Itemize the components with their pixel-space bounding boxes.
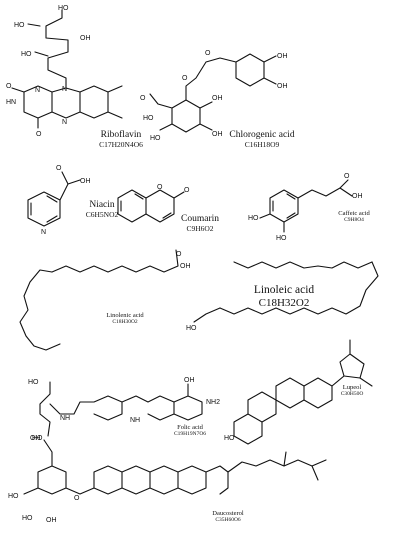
compound-name: Linolenic acid	[106, 312, 144, 319]
compound-name: Lupeol	[342, 384, 362, 391]
compound-label: Daucosterol C35H60O6	[196, 510, 260, 524]
atom-label: OH	[180, 263, 191, 270]
caffeic-acid-structure: O OH HO HO	[248, 173, 363, 242]
atom-label: O	[205, 50, 211, 57]
atom-label: NH	[60, 415, 70, 422]
linoleic-acid-structure: HO	[186, 261, 379, 332]
atom-label: HO	[22, 515, 33, 522]
atom-label: O	[184, 187, 190, 194]
atom-label: OH	[184, 377, 195, 384]
atom-label: HO	[248, 215, 259, 222]
compound-formula: C6H5NO2	[85, 209, 119, 219]
compound-name: Daucosterol	[212, 510, 244, 517]
atom-label: N	[41, 229, 46, 236]
atom-label: HN	[6, 99, 16, 106]
atom-label: O	[36, 131, 42, 138]
compound-label: Riboflavin C17H20N4O6	[86, 130, 156, 150]
riboflavin-structure: HO HO OH HO N N O HN O N	[6, 5, 123, 138]
daucosterol-structure: OH HO HO OH O	[8, 435, 327, 524]
atom-label: O	[344, 173, 350, 180]
atom-label: O	[56, 165, 62, 172]
compound-formula: C19H19N7O6	[173, 431, 207, 438]
atom-label: O	[74, 495, 80, 502]
atom-label: HO	[14, 22, 25, 29]
compound-formula: C17H20N4O6	[99, 139, 143, 149]
compound-name: Niacin	[89, 200, 115, 210]
compound-label: Linoleic acid C18H32O2	[240, 284, 328, 310]
atom-label: HO	[224, 435, 235, 442]
atom-label: OH	[352, 193, 363, 200]
compound-name: Caffeic acid	[338, 210, 370, 217]
atom-label: HO	[28, 379, 39, 386]
atom-label: OH	[80, 35, 91, 42]
compound-label: Chlorogenic acid C16H18O9	[216, 130, 308, 150]
atom-label: O	[157, 184, 163, 191]
compound-formula: C16H18O9	[244, 139, 280, 149]
atom-label: N	[62, 119, 67, 126]
compound-name: Folic acid	[177, 424, 203, 431]
coumarin-structure: O O	[117, 184, 190, 223]
chlorogenic-acid-structure: O O OH OH OH OH HO O HO	[140, 50, 288, 142]
lupeol-structure: HO	[224, 339, 373, 445]
atom-label: O	[182, 75, 188, 82]
compound-name: Coumarin	[181, 214, 219, 224]
compound-formula: C18H30O2	[112, 319, 138, 326]
atom-label: HO	[186, 325, 197, 332]
atom-label: OH	[277, 53, 288, 60]
atom-label: HO	[150, 135, 161, 142]
atom-label: N	[62, 86, 67, 93]
compound-label: Linolenic acid C18H30O2	[90, 312, 160, 326]
atom-label: HO	[32, 435, 43, 442]
niacin-structure: O OH N	[27, 165, 91, 236]
atom-label: O	[140, 95, 146, 102]
compound-formula: C18H32O2	[258, 297, 310, 310]
compound-name: Linoleic acid	[253, 284, 315, 296]
compound-label: Folic acid C19H19N7O6	[160, 424, 220, 438]
atom-label: NH	[130, 417, 140, 424]
atom-label: OH	[212, 95, 223, 102]
compound-formula: C9H6O2	[186, 223, 214, 233]
atom-label: O	[6, 83, 12, 90]
atom-label: HO	[8, 493, 19, 500]
atom-label: OH	[277, 83, 288, 90]
atom-label: HO	[276, 235, 287, 242]
atom-label: O	[176, 251, 182, 258]
compound-formula: C9H8O4	[344, 217, 364, 224]
atom-label: OH	[30, 435, 41, 442]
compound-formula: C30H50O	[340, 391, 364, 398]
linolenic-acid-structure: O OH	[19, 249, 191, 351]
compound-name: Chlorogenic acid	[229, 130, 295, 140]
atom-label: OH	[80, 178, 91, 185]
atom-label: OH	[46, 517, 57, 524]
atom-label: OH	[212, 131, 223, 138]
folic-acid-structure: HO HO NH NH OH NH2	[28, 377, 220, 442]
compound-label: Coumarin C9H6O2	[170, 214, 230, 234]
compound-label: Caffeic acid C9H8O4	[324, 210, 384, 224]
compound-label: Lupeol C30H50O	[322, 384, 382, 398]
compound-formula: C35H60O6	[215, 517, 241, 524]
atom-label: NH2	[206, 399, 220, 406]
compound-name: Riboflavin	[100, 130, 142, 140]
atom-label: HO	[143, 115, 154, 122]
atom-label: HO	[21, 51, 32, 58]
atom-label: HO	[58, 5, 69, 12]
atom-label: N	[35, 87, 40, 94]
compound-label: Niacin C6H5NO2	[72, 200, 132, 220]
